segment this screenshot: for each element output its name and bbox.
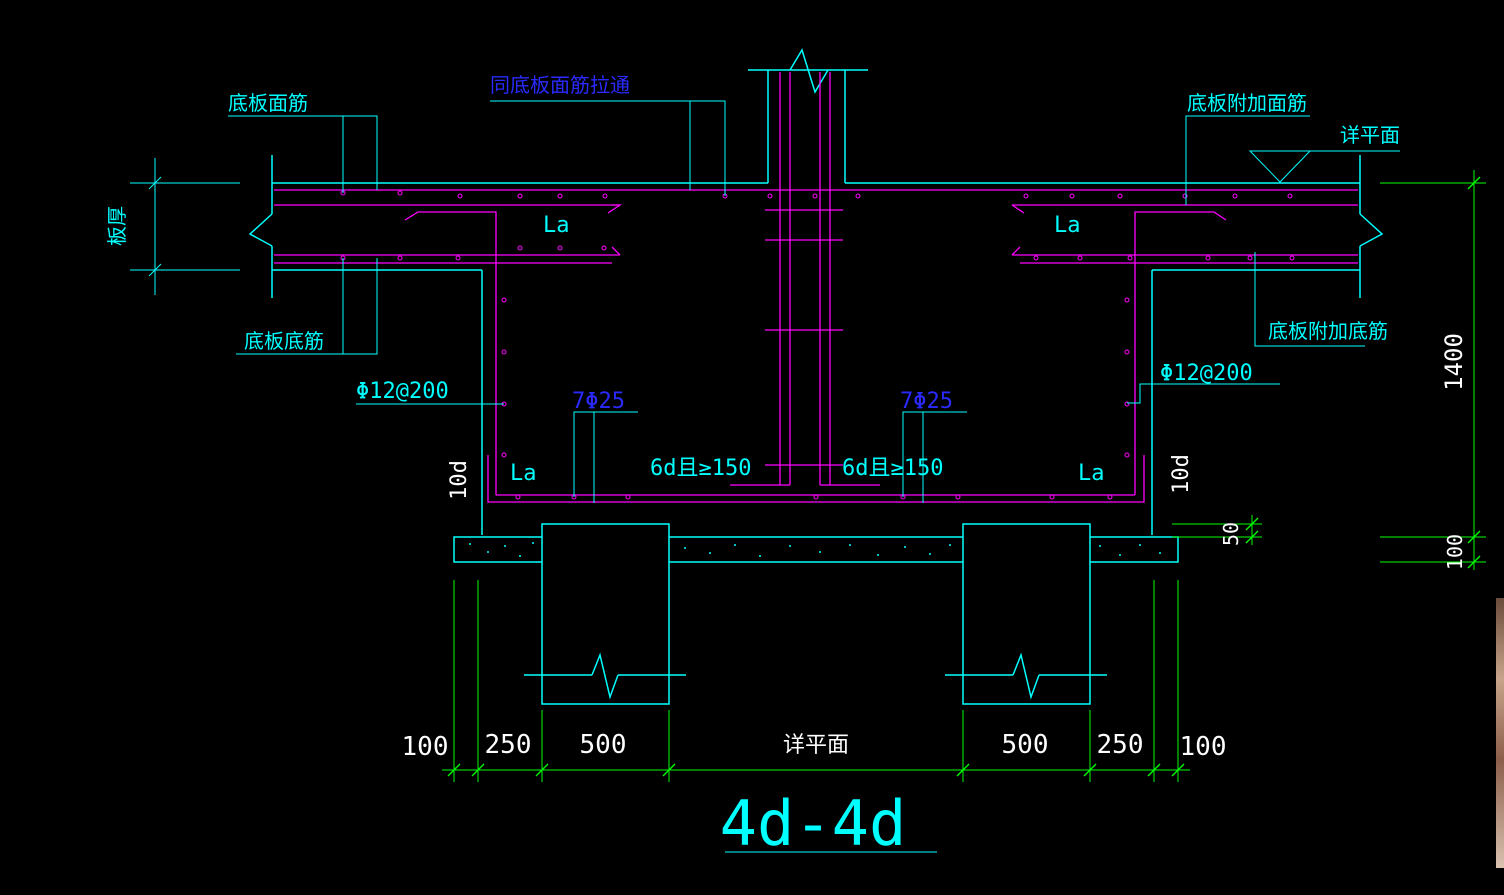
background-photo-edge xyxy=(1496,598,1504,868)
label-tend-left: 10d xyxy=(447,460,472,500)
dim-100-right: 100 xyxy=(1443,534,1467,570)
dimension-lines xyxy=(442,170,1486,782)
bottom-dim-value: 250 xyxy=(485,730,532,760)
bottom-dim-value: 500 xyxy=(1002,730,1049,760)
cushion-hatch xyxy=(469,542,1161,557)
bottom-dim-value: 100 xyxy=(1180,732,1227,762)
slab-thickness-dim xyxy=(130,158,240,295)
rebar xyxy=(274,72,1358,503)
concrete-outline xyxy=(248,48,1384,705)
label-see-plan-top: 详平面 xyxy=(1340,123,1400,147)
bottom-dim-value: 100 xyxy=(402,732,449,762)
bottom-dim-value: 500 xyxy=(580,730,627,760)
label-extra-bottom-rebar: 底板附加底筋 xyxy=(1268,319,1388,343)
label-tend-right: 10d xyxy=(1169,454,1194,494)
label-la-bot-right: La xyxy=(1078,461,1105,486)
label-main-bars-right: 7Φ25 xyxy=(900,389,953,414)
label-bottom-rebar: 底板底筋 xyxy=(244,329,324,353)
label-stirrup-right: Φ12@200 xyxy=(1160,361,1253,386)
bottom-dim-value: 250 xyxy=(1097,730,1144,760)
label-through-rebar: 同底板面筋拉通 xyxy=(490,73,630,97)
label-top-rebar: 底板面筋 xyxy=(228,91,308,115)
rebar-dots xyxy=(340,190,1295,500)
label-hook-right: 6d且≥150 xyxy=(842,456,943,481)
label-main-bars-left: 7Φ25 xyxy=(572,389,625,414)
dimension-ticks xyxy=(447,176,1481,777)
label-la-top-right: La xyxy=(1054,213,1081,238)
label-see-plan-bottom: 详平面 xyxy=(783,733,849,758)
label-slab-thickness: 板厚 xyxy=(105,206,129,246)
label-stirrup-left: Φ12@200 xyxy=(356,379,449,404)
label-hook-left: 6d且≥150 xyxy=(650,456,751,481)
bottom-dimension-values: 100 250 500 500 250 100 xyxy=(402,730,1227,762)
label-la-top-left: La xyxy=(543,213,570,238)
leader-lines xyxy=(228,100,1400,853)
section-title: 4d-4d xyxy=(720,787,907,860)
dim-1400: 1400 xyxy=(1440,333,1468,391)
label-extra-top-rebar: 底板附加面筋 xyxy=(1187,91,1307,115)
dim-50: 50 xyxy=(1219,522,1243,546)
label-la-bot-left: La xyxy=(510,461,537,486)
